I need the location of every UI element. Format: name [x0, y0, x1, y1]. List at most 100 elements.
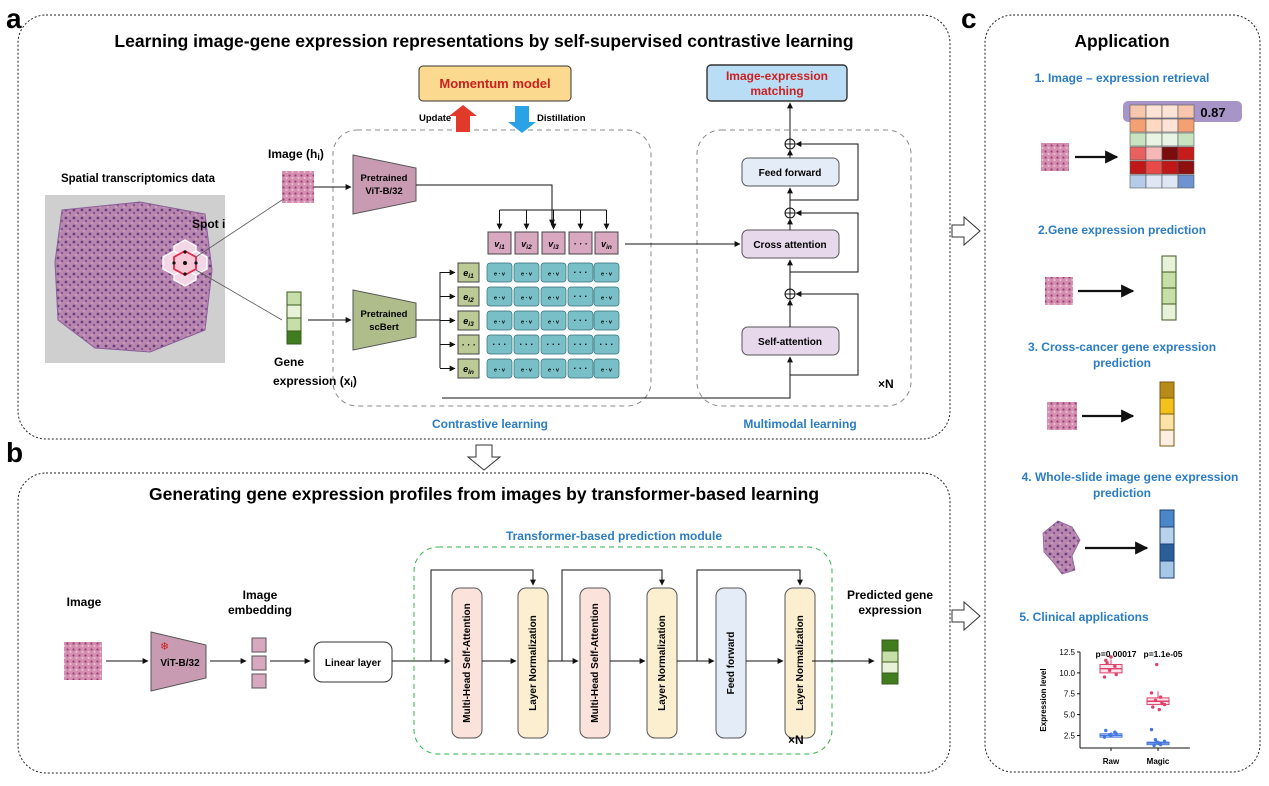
block-label: Feed forward — [726, 632, 737, 695]
e-token-label: ei2 — [463, 292, 474, 304]
matching-label-1: Image-expression — [726, 69, 828, 83]
grid-cell-label: · · · — [574, 340, 588, 350]
b-image-patch — [64, 642, 102, 680]
chart-point — [1105, 661, 1109, 665]
e-token-label: ein — [463, 364, 474, 376]
linear-layer-label: Linear layer — [325, 658, 381, 669]
b-image-label: Image — [67, 595, 102, 609]
distillation-arrow — [508, 106, 536, 133]
plus-nodes — [784, 138, 796, 300]
arrow-a-to-b — [466, 444, 502, 471]
scbert-label-1: Pretrained — [361, 309, 408, 320]
chart-point — [1157, 707, 1162, 712]
panel-letter-c: c — [961, 3, 977, 34]
vit-label-2: ViT-B/32 — [365, 186, 402, 197]
chart-point — [1152, 743, 1156, 748]
momentum-model-box — [418, 65, 572, 102]
e-token-2: ei2 — [457, 286, 480, 307]
grid-cell: · · · — [540, 334, 567, 355]
grid-cell-label: · · · — [574, 316, 588, 326]
layernorm-block-1: Layer Normalization — [517, 587, 549, 739]
v-token-3: vi3 — [541, 231, 566, 255]
v-token-label: vi3 — [548, 239, 559, 251]
v-token-label: vin — [601, 239, 612, 251]
panel-letter-b: b — [6, 437, 23, 468]
grid-cell-label: · · · — [574, 364, 588, 374]
gene-input-label-1: Gene — [274, 355, 304, 369]
chart-point — [1155, 662, 1159, 667]
a-times-n: ×N — [878, 377, 894, 391]
scbert-encoder — [352, 289, 417, 351]
scbert-label-2: scBert — [369, 322, 399, 333]
grid-cell: e · v — [593, 262, 620, 283]
grid-cell-label: · · · — [574, 268, 588, 278]
grid-cell: e · v — [540, 286, 567, 307]
grid-cell-label: e · v — [494, 320, 506, 326]
grid-cell: e · v — [513, 358, 540, 379]
grid-cell-label: · · · — [547, 340, 561, 350]
panel-a-frame — [17, 14, 951, 440]
chart-point — [1153, 737, 1158, 742]
grid-cell: · · · — [486, 334, 513, 355]
e-token-4: · · · — [457, 334, 480, 355]
retrieval-cell — [1145, 160, 1163, 175]
feed-forward-label: Feed forward — [759, 168, 822, 179]
block-label: Layer Normalization — [528, 615, 539, 711]
v-token-label: · · · — [574, 239, 588, 249]
panel-b-title: Generating gene expression profiles from… — [149, 484, 819, 504]
block-label: Layer Normalization — [795, 615, 806, 711]
app4-vector — [1159, 509, 1175, 579]
chart-x-tick: Magic — [1147, 757, 1170, 766]
spot-label: Spot i — [192, 217, 225, 231]
contrastive-label: Contrastive learning — [432, 417, 548, 431]
grid-cell-label: e · v — [601, 272, 613, 278]
chart-x-tick: Raw — [1103, 757, 1120, 766]
transformer-module-label: Transformer-based prediction module — [506, 529, 722, 543]
block-label: Multi-Head Self-Attention — [462, 603, 473, 722]
panel-c-title: Application — [1074, 31, 1169, 51]
chart-point — [1162, 702, 1167, 707]
vit-encoder — [352, 154, 417, 215]
chart-y-label: Expression level — [1039, 668, 1048, 731]
b-vit-freeze-icon: ❄ — [160, 641, 169, 653]
retrieval-cell — [1177, 160, 1195, 175]
grid-cell-label: e · v — [494, 296, 506, 302]
app5-title: 5. Clinical applications — [1019, 610, 1149, 624]
grid-cell: · · · — [567, 262, 594, 283]
linear-layer-box — [313, 641, 393, 683]
retrieval-cell — [1129, 174, 1147, 189]
grid-cell: e · v — [513, 310, 540, 331]
contrastive-box — [332, 129, 652, 407]
v-token-label: vi1 — [494, 239, 505, 251]
grid-cell-label: e · v — [521, 296, 533, 302]
mhsa-block-1: Multi-Head Self-Attention — [451, 587, 483, 739]
b-embedding-label-2: embedding — [228, 603, 292, 617]
retrieval-score: 0.87 — [1200, 105, 1225, 120]
multimodal-box — [696, 129, 912, 407]
chart-point — [1113, 664, 1117, 668]
grid-cell-label: e · v — [601, 296, 613, 302]
grid-cell-label: · · · — [600, 340, 614, 350]
chart-point — [1114, 732, 1118, 736]
chart-point — [1151, 705, 1155, 709]
retrieval-cell — [1145, 118, 1163, 133]
app1-title: 1. Image – expression retrieval — [1035, 71, 1210, 85]
block-label: Multi-Head Self-Attention — [590, 603, 601, 722]
app1-patch — [1041, 143, 1069, 171]
update-arrow — [449, 105, 477, 132]
transformer-module-box — [413, 546, 833, 755]
tissue-section — [54, 201, 213, 353]
chart-point — [1158, 695, 1163, 699]
grid-cell-label: e · v — [494, 368, 506, 374]
panel-letter-a: a — [6, 3, 22, 34]
retrieval-cell — [1161, 104, 1179, 119]
feed-forward-block: Feed forward — [715, 587, 747, 739]
e-token-3: ei3 — [457, 310, 480, 331]
chart-y-tick: 10.0 — [1059, 669, 1075, 678]
chart-y-tick: 12.5 — [1059, 648, 1075, 657]
v-token-2: vi2 — [514, 231, 539, 255]
chart-point — [1109, 733, 1113, 738]
grid-cell-label: e · v — [494, 272, 506, 278]
v-token-1: vi1 — [487, 231, 512, 255]
